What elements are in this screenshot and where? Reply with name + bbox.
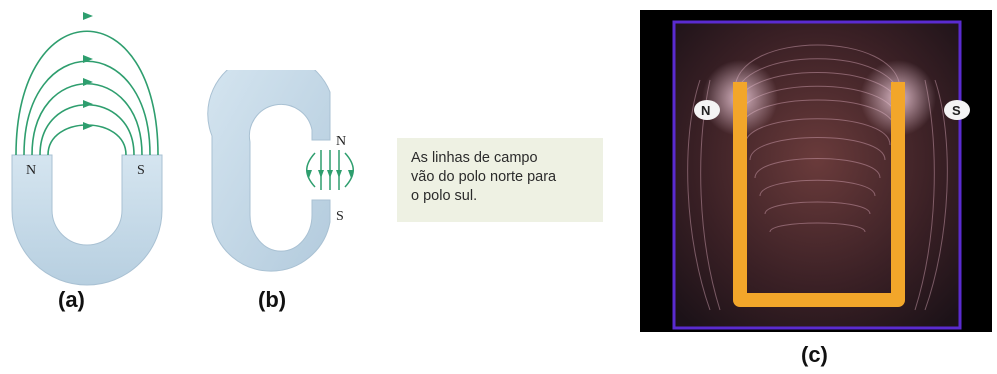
pole-badge-s-label: S [952, 103, 961, 118]
pole-badge-s [944, 100, 970, 120]
pole-label-n-a: N [26, 163, 36, 178]
panel-label-a: (a) [58, 287, 85, 312]
panel-label-b: (b) [258, 287, 287, 312]
panel-label-c: (c) [801, 342, 828, 367]
field-arrows-a [83, 12, 93, 130]
pole-badge-n-label: N [701, 103, 710, 118]
magnet-diagram-a: N S [11, 12, 163, 286]
iron-filings-image: N S [672, 20, 970, 330]
pole-label-s-b: S [336, 209, 344, 224]
note-line-2: vão do polo norte para [411, 169, 557, 185]
horseshoe-magnet-b [207, 70, 331, 272]
note-line-3: o polo sul. [411, 188, 478, 204]
field-lines-note: As linhas de campo vão do polo norte par… [397, 138, 603, 222]
pole-label-s-a: S [137, 163, 145, 178]
magnet-diagram-b: N S [207, 70, 354, 272]
pole-label-n-b: N [336, 134, 346, 149]
field-lines-a [15, 30, 159, 156]
horseshoe-magnet-a [11, 154, 163, 286]
field-arrows-b [306, 170, 354, 178]
iron-filings-photo: N S [640, 10, 992, 332]
pole-badge-n [694, 100, 720, 120]
u-magnet [733, 82, 905, 307]
note-line-1: As linhas de campo [411, 150, 538, 166]
